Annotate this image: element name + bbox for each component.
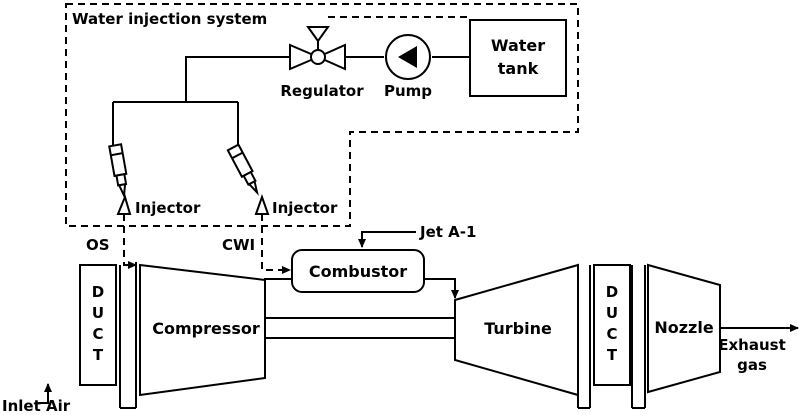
os-label: OS	[86, 236, 110, 254]
injector-left-icon	[108, 143, 128, 200]
system-title: Water injection system	[72, 10, 267, 28]
duct-right-letter-d: D	[606, 283, 618, 301]
duct-right	[593, 264, 631, 386]
duct-left-letter-d: D	[92, 283, 104, 301]
duct-left-letter-u: U	[92, 304, 104, 322]
water-tank-label-line1: Water	[491, 36, 545, 55]
regulator-body	[310, 49, 326, 65]
inlet-air-label: Inlet Air	[2, 397, 71, 415]
inlet-air-line	[38, 383, 52, 404]
water-injection-system-boundary	[65, 3, 579, 227]
water-tank	[469, 19, 567, 97]
compressor-shape	[139, 263, 266, 397]
combustor	[291, 249, 425, 293]
pump-label: Pump	[384, 82, 432, 100]
injector-right-label: Injector	[272, 199, 338, 217]
os-injection-line	[123, 214, 137, 269]
compressor-label: Compressor	[152, 319, 260, 338]
pump-triangle	[398, 46, 417, 68]
duct-right-letter-c: C	[606, 325, 617, 343]
cwi-label: CWI	[222, 236, 255, 254]
injector-right-icon	[226, 143, 259, 196]
exhaust-label-line2: gas	[737, 356, 767, 374]
water-supply-line	[185, 56, 470, 102]
fuel-label: Jet A-1	[419, 223, 476, 241]
duct-left-letter-t: T	[93, 346, 104, 364]
water-tank-label-line2: tank	[498, 59, 539, 78]
combustor-label: Combustor	[309, 262, 407, 281]
duct-left-letter-c: C	[92, 325, 103, 343]
injector-right-spray	[254, 193, 270, 215]
fuel-line	[358, 231, 416, 248]
cwi-injection-line	[261, 214, 291, 274]
nozzle-shape	[647, 263, 721, 394]
turbine-label: Turbine	[484, 319, 552, 338]
injector-left-spray	[116, 193, 132, 215]
duct-right-letter-t: T	[607, 346, 618, 364]
combustor-to-turbine-line	[424, 278, 459, 299]
regulator-actuator	[306, 26, 330, 43]
shaft	[265, 317, 454, 339]
exhaust-label-line1: Exhaust	[718, 336, 786, 354]
duct-right-letter-u: U	[606, 304, 618, 322]
injector-left-label: Injector	[135, 199, 201, 217]
water-manifold	[112, 101, 239, 145]
compressor-to-combustor-line	[264, 278, 292, 292]
duct-left	[79, 264, 117, 386]
nozzle-label: Nozzle	[654, 318, 713, 337]
regulator-label: Regulator	[280, 82, 364, 100]
